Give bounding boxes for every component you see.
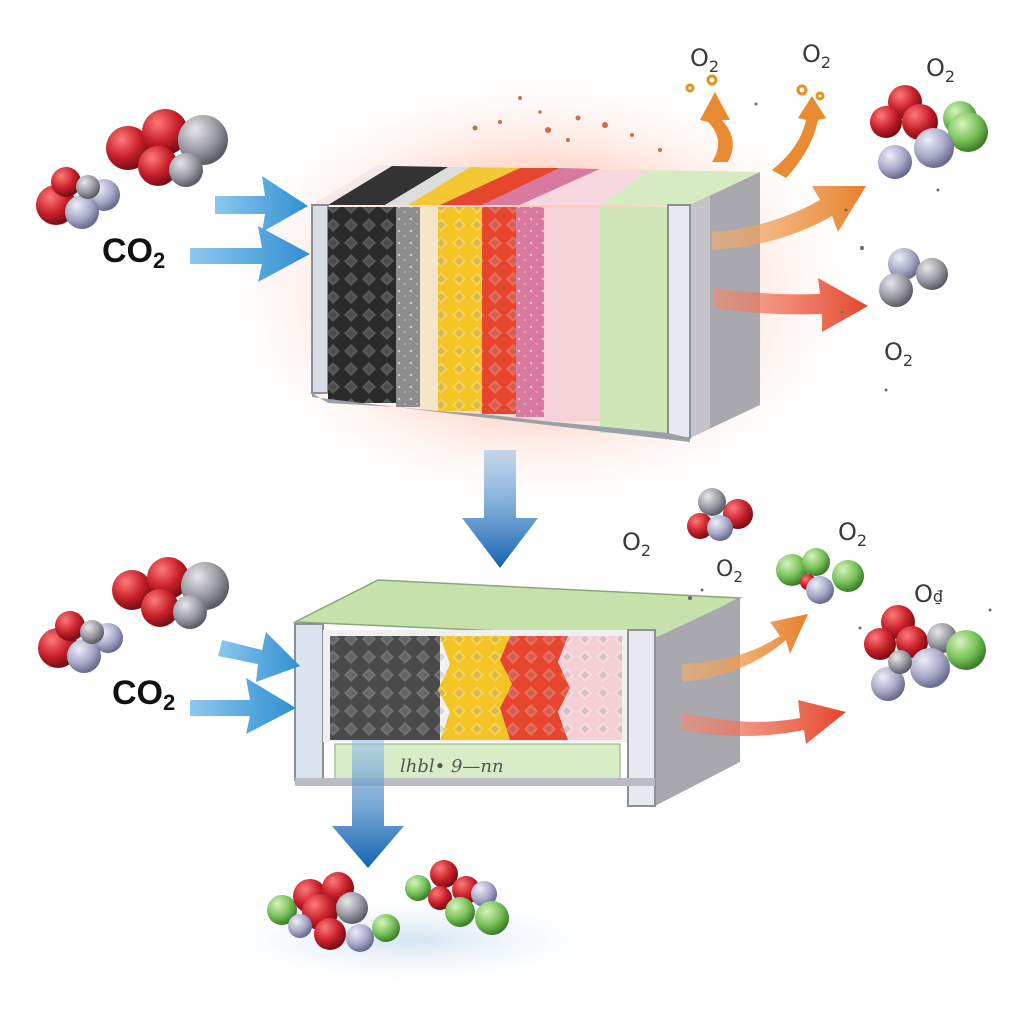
bottom-floating-molecule xyxy=(687,488,753,541)
top-product-molecule-2 xyxy=(879,248,948,307)
top-o2-label-4: O2 xyxy=(884,338,913,370)
layer-beige xyxy=(420,207,438,409)
top-o2-arrow-up-1 xyxy=(700,92,733,162)
top-box-frame-left xyxy=(311,204,329,394)
top-co2-label: CO2 xyxy=(102,232,165,273)
top-o2-label-2: O2 xyxy=(802,40,831,72)
bottom-strip-text: lhbl• 9—nn xyxy=(400,756,504,777)
bottom-box-top-face xyxy=(292,579,743,639)
bottom-co2-molecule-1 xyxy=(112,557,229,629)
bottom-o2-label-3: O2 xyxy=(838,518,867,550)
bottom-o2-label-1: O2 xyxy=(622,528,651,560)
particle-dots xyxy=(688,102,992,630)
layer-light-pink xyxy=(544,207,600,421)
top-co2-molecule-1 xyxy=(106,109,228,187)
o2-bubbles xyxy=(685,74,825,101)
output-molecule-2 xyxy=(405,860,509,935)
bottom-product-molecule-1 xyxy=(776,548,864,604)
top-electrolyzer-cell xyxy=(311,165,760,442)
top-o2-arrow-red xyxy=(714,278,868,332)
bottom-box-frame-left xyxy=(294,623,324,781)
bottom-product-molecule-2 xyxy=(864,605,986,701)
top-o2-arrow-orange xyxy=(712,186,866,250)
output-shadow xyxy=(190,892,630,988)
layer-green xyxy=(600,207,668,433)
bottom-o2-arrow-orange xyxy=(682,614,808,682)
bottom-electrolyzer-cell: lhbl• 9—nn xyxy=(292,579,743,807)
transfer-arrow-down xyxy=(462,450,538,568)
bottom-o2-label-2: O2 xyxy=(716,557,743,586)
bottom-co2-molecule-2 xyxy=(38,611,123,673)
bottom-box-side-face xyxy=(655,598,740,806)
bottom-co2-label: CO2 xyxy=(112,674,175,715)
output-molecule-1 xyxy=(267,872,400,952)
top-o2-arrow-up-2 xyxy=(772,96,826,178)
bottom-co2-arrow-lower xyxy=(190,678,296,734)
top-co2-molecule-2 xyxy=(36,167,120,229)
bottom-co2-arrow-upper xyxy=(218,632,300,682)
top-co2-arrow-lower xyxy=(190,226,310,282)
bottom-box-frame-right xyxy=(627,629,656,807)
output-arrow-down xyxy=(332,740,404,868)
top-box-frame-right xyxy=(667,204,691,439)
top-product-molecule-1 xyxy=(870,85,988,179)
spark-particles xyxy=(472,96,662,152)
bottom-o2-label-4: O₫ xyxy=(914,580,943,608)
bottom-o2-arrow-red xyxy=(682,700,846,744)
top-o2-label-1: O2 xyxy=(690,44,719,76)
top-o2-label-3: O2 xyxy=(926,54,955,86)
top-co2-arrow-upper xyxy=(215,176,308,232)
